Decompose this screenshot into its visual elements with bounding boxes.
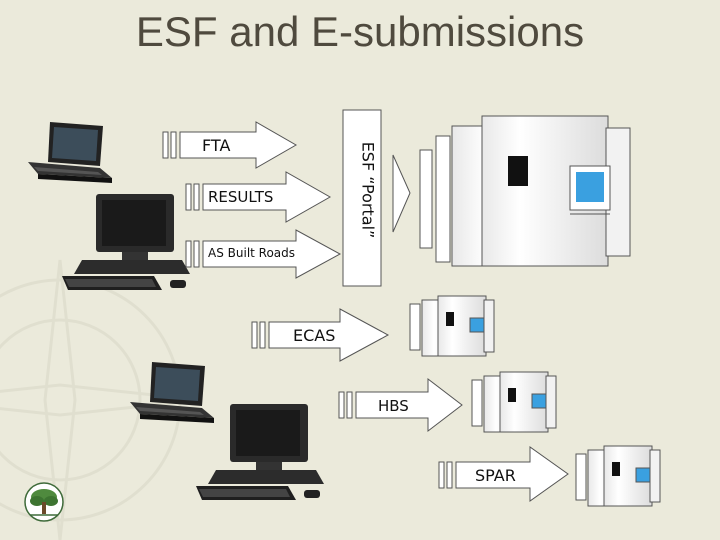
server-icon: [471, 371, 557, 433]
server-icon: [419, 115, 631, 267]
server-icon: [409, 295, 495, 357]
arrow-label-spar: SPAR: [475, 466, 516, 485]
arrow-label-ecas: ECAS: [293, 326, 336, 345]
arrow-fta: [162, 121, 298, 169]
desktop-computer-icon: [196, 404, 324, 500]
desktop-computer-icon: [62, 194, 190, 290]
tree-logo-icon: [24, 482, 64, 522]
server-icon: [575, 445, 661, 507]
laptop-icon: [130, 362, 214, 423]
esf-portal-box: [342, 109, 382, 287]
arrow-ecas: [251, 308, 390, 362]
arrow-label-results: RESULTS: [208, 188, 274, 206]
arrow-spar: [438, 446, 569, 502]
portal-output-arrow: [392, 154, 411, 233]
laptop-icon: [28, 122, 112, 183]
esf-portal-label: ESF “Portal”: [358, 141, 378, 239]
arrow-label-hbs: HBS: [378, 397, 409, 415]
arrow-label-as-built-roads: AS Built Roads: [208, 246, 296, 260]
arrow-as-built-roads: [185, 229, 342, 279]
arrow-label-fta: FTA: [202, 136, 231, 155]
slide-title: ESF and E-submissions: [135, 8, 585, 55]
arrow-results: [185, 171, 332, 223]
arrow-hbs: [338, 377, 463, 433]
